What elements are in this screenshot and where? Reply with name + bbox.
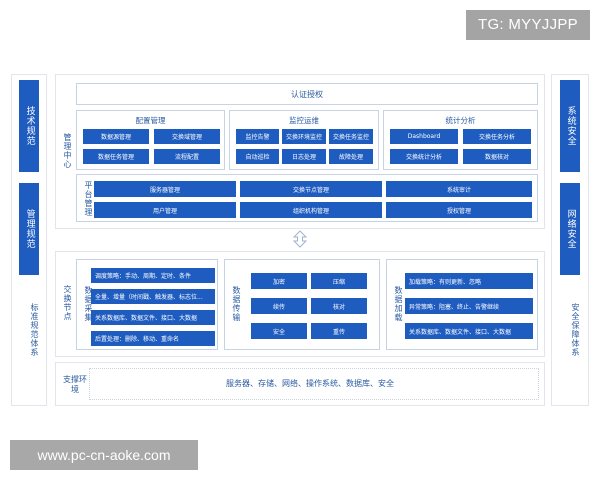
system-security-box: 系统安全: [560, 80, 580, 172]
platform-panel: 平台管理 服务器管理 交换节点管理 系统审计 用户管理 组织机构管理 授权管理: [76, 174, 538, 222]
platform-item: 用户管理: [94, 202, 236, 218]
collect-item: 后置处理：删除、移动、重命名: [91, 331, 215, 346]
config-item: 数据源管理: [83, 129, 149, 144]
load-item: 加载策略：有则更新、忽略: [405, 273, 533, 289]
transfer-label: 数据传输: [232, 286, 241, 322]
bidirectional-arrow-icon: [292, 230, 308, 248]
security-system-label: 安全保障体系: [571, 303, 580, 357]
config-item: 数据任务管理: [83, 149, 149, 164]
platform-item: 授权管理: [386, 202, 532, 218]
exchange-node-label: 交换节点: [63, 285, 72, 321]
network-security-box: 网络安全: [560, 183, 580, 275]
transfer-item: 重传: [311, 323, 367, 339]
stats-item: 数据核对: [463, 149, 531, 164]
tech-spec-box: 技术规范: [19, 80, 39, 172]
transfer-item: 安全: [251, 323, 307, 339]
collect-item: 关系数据库、数据文件、接口、大数据: [91, 310, 215, 325]
support-env: [55, 362, 545, 406]
standard-system-label: 标准规范体系: [30, 303, 39, 357]
platform-label: 平台管理: [84, 181, 93, 217]
management-center-label: 管理中心: [63, 133, 72, 169]
auth-bar: 认证授权: [76, 83, 538, 105]
mgmt-spec-box: 管理规范: [19, 183, 39, 275]
support-divider: [89, 368, 539, 400]
watermark-bottom: www.pc-cn-aoke.com: [10, 440, 198, 470]
load-panel: 数据加载 加载策略：有则更新、忽略 异常策略：阻塞、终止、告警继续 关系数据库、…: [386, 259, 538, 350]
collect-panel: 数据采集 调度策略：手动、周期、定时、条件 全量、增量（时间戳、触发器、标志位.…: [76, 259, 218, 350]
collect-label: 数据采集: [84, 286, 93, 322]
collect-item: 全量、增量（时间戳、触发器、标志位...: [91, 289, 215, 304]
watermark-top: TG: MYYJJPP: [466, 10, 590, 40]
config-panel: 配置管理 数据源管理 交换域管理 数据任务管理 流程配置: [76, 110, 225, 170]
monitor-panel: 监控运维 监控告警 交换环境监控 交换任务监控 自动巡检 日志处理 故障处理: [229, 110, 379, 170]
monitor-title: 监控运维: [289, 116, 319, 125]
stats-item: 交换统计分析: [390, 149, 458, 164]
monitor-item: 监控告警: [236, 129, 279, 144]
support-label: 支撑环境: [63, 375, 87, 395]
transfer-panel: 数据传输 加密 压缩 续传 核对 安全 重传: [224, 259, 380, 350]
auth-label: 认证授权: [291, 89, 323, 99]
support-content: 服务器、存储、网络、操作系统、数据库、安全: [226, 379, 394, 388]
collect-item: 调度策略：手动、周期、定时、条件: [91, 268, 215, 283]
platform-item: 组织机构管理: [240, 202, 382, 218]
monitor-item: 自动巡检: [236, 149, 279, 164]
monitor-item: 故障处理: [329, 149, 373, 164]
stats-title: 统计分析: [445, 116, 476, 125]
config-item: 交换域管理: [154, 129, 220, 144]
stats-item: 交换任务分析: [463, 129, 531, 144]
load-item: 关系数据库、数据文件、接口、大数据: [405, 323, 533, 339]
transfer-item: 核对: [311, 298, 367, 314]
config-item: 流程配置: [154, 149, 220, 164]
platform-item: 系统审计: [386, 181, 532, 197]
load-label: 数据加载: [394, 286, 403, 322]
stats-panel: 统计分析 Dashboard 交换任务分析 交换统计分析 数据核对: [383, 110, 538, 170]
transfer-item: 压缩: [311, 273, 367, 289]
platform-item: 交换节点管理: [240, 181, 382, 197]
monitor-item: 日志处理: [282, 149, 326, 164]
monitor-item: 交换任务监控: [329, 129, 373, 144]
transfer-item: 续传: [251, 298, 307, 314]
monitor-item: 交换环境监控: [282, 129, 326, 144]
load-item: 异常策略：阻塞、终止、告警继续: [405, 298, 533, 314]
stats-item: Dashboard: [390, 129, 458, 144]
transfer-item: 加密: [251, 273, 307, 289]
platform-item: 服务器管理: [94, 181, 236, 197]
config-title: 配置管理: [135, 116, 166, 125]
